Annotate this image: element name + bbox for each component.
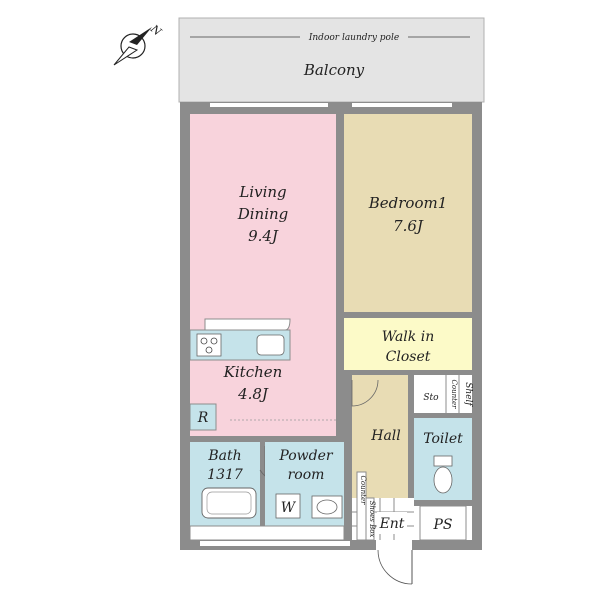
storage-area [414,375,472,413]
window-living [210,103,328,107]
kitchen-hood [204,318,291,331]
ps-label: PS [432,517,452,533]
walkin-label-1: Walk in [382,329,434,345]
closet-door-swing [351,379,379,407]
bedroom-label: Bedroom1 [368,194,448,212]
bath-label: Bath [207,448,241,464]
entrance-label-bg [377,512,407,534]
wall-left [180,102,190,550]
powder-label-2: room [288,467,325,483]
compass: N [113,22,164,66]
storage-label: Sto [423,393,439,403]
hall-label: Hall [370,428,401,444]
toilet-tank-icon [433,455,453,467]
kitchen-size: 4.8J [237,385,269,403]
living-size: 9.4J [248,227,279,245]
sink-icon [256,334,285,356]
outer-corridor-strip [189,525,345,541]
bedroom-size: 7.6J [393,217,424,235]
laundry-pole-label: Indoor laundry pole [308,33,399,43]
bath-door-swing [259,446,266,477]
living-label: Living [238,183,286,201]
compass-north-label: N [147,22,164,39]
dining-label: Dining [237,205,289,223]
entrance-label: Ent [379,516,405,532]
stove-icon [196,333,222,357]
basin-bowl-icon [316,499,338,515]
wall-bedroom-closet [344,312,472,318]
toilet-label: Toilet [423,431,463,447]
balcony-label: Balcony [303,61,365,79]
refrigerator-space [189,403,217,431]
balcony [178,17,485,103]
kitchen-label: Kitchen [223,363,283,381]
living-dining-room [190,114,336,319]
counter-label: Counter [450,380,458,410]
wall-hall-left [344,375,352,540]
entrance-door-swing [377,549,413,585]
washer-label: W [281,500,297,516]
entrance-door-opening [376,540,412,550]
wall-storage-toilet [414,413,472,418]
wall-hall-right [408,375,414,500]
counter-small-label: Counter [359,476,367,506]
walkin-label-2: Closet [386,349,431,365]
shelf-label: Shelf [463,382,473,407]
pipe-space [419,505,467,541]
powder-label-1: Powder [278,448,334,464]
burner-icon [210,337,218,345]
toilet-bowl-icon [433,466,453,494]
wall-living-bedroom [336,114,344,436]
burner-icon [205,346,213,354]
window-bottom [200,541,350,546]
shoes-box-label: Shoes Box [368,501,376,538]
burner-icon [200,337,208,345]
bathtub-icon [201,487,257,519]
bedroom-1 [344,114,472,312]
bathtub-inner-icon [206,491,252,515]
wall-bath-powder [260,442,265,526]
wall-kitchen-bath [190,436,344,442]
bath-size: 1317 [207,467,243,483]
wall-closet-hall [344,370,472,375]
compass-needle-south-icon [113,46,139,66]
washer-space [275,493,301,519]
refrigerator-label: R [197,410,209,426]
shoes-box [365,497,375,541]
compass-ring [120,33,146,59]
compass-needle-north-icon [129,27,152,45]
window-bedroom [352,103,452,107]
wash-basin-icon [311,495,343,519]
wall-toilet-ps [414,500,472,506]
walk-in-closet [344,318,472,370]
wall-right [472,102,482,550]
